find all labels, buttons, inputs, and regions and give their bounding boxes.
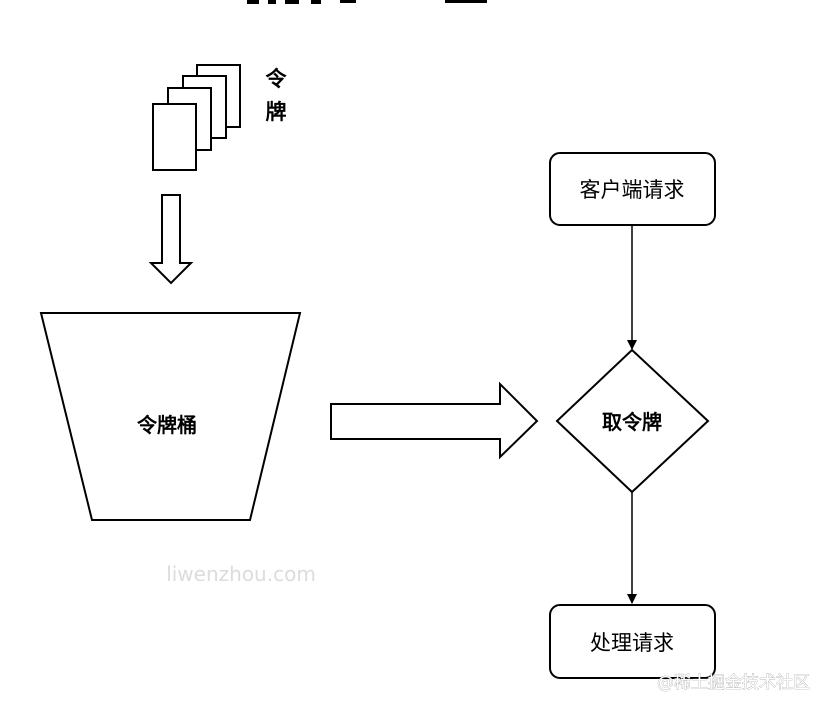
watermark-corner: @稀土掘金技术社区 — [657, 673, 810, 693]
take-token-label: 取令牌 — [602, 410, 662, 434]
bucket-label: 令牌桶 — [137, 413, 197, 437]
tokens-label-line2: 牌 — [266, 100, 287, 124]
hollow-down-arrow — [148, 194, 194, 285]
client-request-label: 客户端请求 — [580, 178, 685, 202]
hollow-right-arrow — [330, 381, 539, 460]
tokens-label-line1: 令 — [266, 67, 288, 91]
token-cards-icon — [152, 64, 241, 171]
token-bucket-shape — [39, 312, 302, 521]
watermark-center: liwenzhou.com — [166, 562, 316, 586]
top-cropped-fragments — [247, 0, 487, 4]
process-request-node — [549, 604, 716, 679]
process-request-label: 处理请求 — [590, 631, 674, 655]
